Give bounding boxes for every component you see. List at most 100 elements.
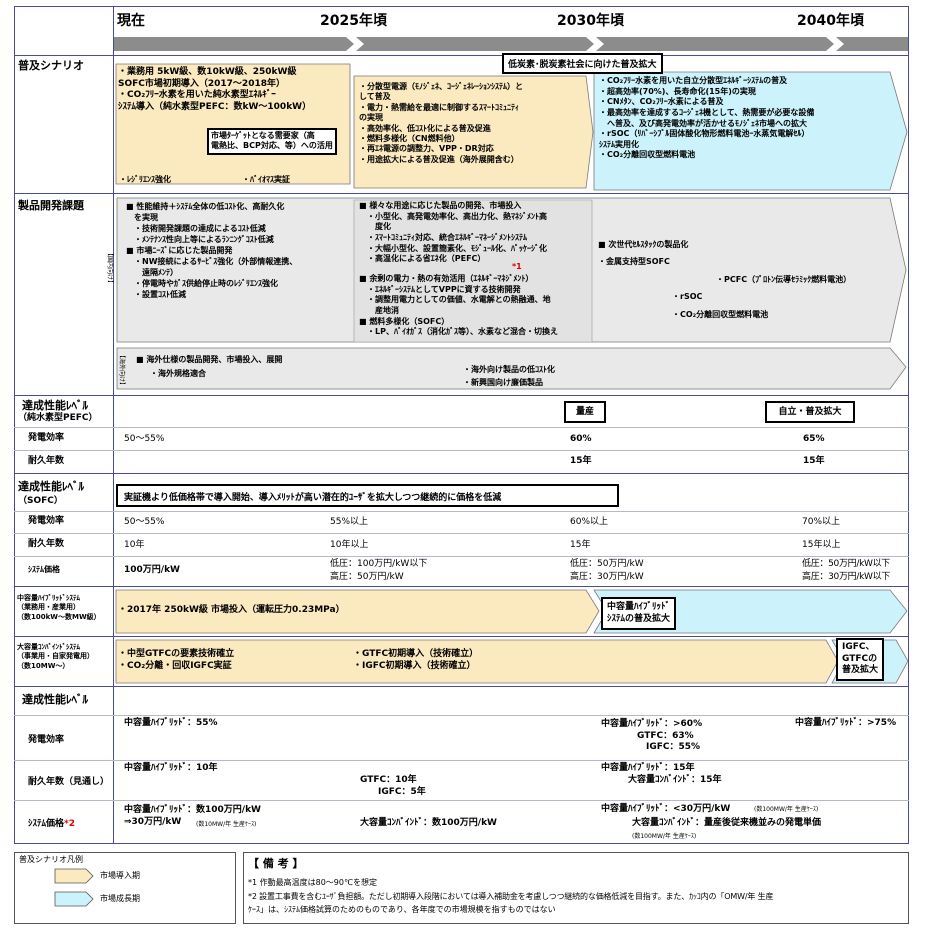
sofc-price-2040-low: 低圧：50万円/kW以下 <box>802 559 890 569</box>
sofc-title-1: 達成性能ﾚﾍﾞﾙ <box>18 480 84 493</box>
notes-box <box>243 852 909 924</box>
product-overseas-4: ・新興国向け廉価製品 <box>463 378 543 387</box>
legend-title: 普及シナリオ凡例 <box>19 855 83 864</box>
scenario-target-box: 市場ﾀｰｹﾞｯﾄとなる需要家（高 電熱比、BCP対応、等）への活用 <box>207 128 337 155</box>
sofc-life-now: 10年 <box>124 540 145 550</box>
hybrid-arrow-text: ・2017年 250kW級 市場投入（運転圧力0.23MPa） <box>118 605 345 615</box>
roadmap-frame <box>14 6 909 844</box>
product-arrows <box>116 197 907 390</box>
sofc-eff-2025: 55%以上 <box>330 517 369 527</box>
product-col2: ■ 様々な用途に応じた製品の開発、市場投入 ・小型化、高発電効率化、高出力化、熱… <box>359 201 547 264</box>
product-col3-head: ■ 次世代ｾﾙｽﾀｯｸの製品化 <box>598 240 689 249</box>
product-overseas-arrow <box>116 347 907 390</box>
sofc-price-label: ｼｽﾃﾑ価格 <box>28 565 60 574</box>
pefc-life-2030: 15年 <box>570 456 592 466</box>
scenario-col1: ・業務用 5kW級、数10kW級、250kW級 SOFC市場初期導入（2017～… <box>118 67 312 113</box>
product-overseas-3: ・海外向け製品の低ｺｽﾄ化 <box>463 365 555 374</box>
notes-1: *1 作動最高温度は80～90℃を想定 <box>248 878 377 887</box>
perf-life-label: 耐久年数（見通し） <box>28 777 110 787</box>
legend-item-1: 市場導入期 <box>100 871 140 880</box>
sofc-life-label: 耐久年数 <box>28 539 65 549</box>
product-col3-rsoc: ・rSOC <box>672 292 703 301</box>
pefc-life-label: 耐久年数 <box>28 456 65 466</box>
product-col3-sofc: ・金属支持型SOFC <box>598 257 670 266</box>
sofc-title-2: （SOFC） <box>18 496 63 506</box>
product-col2b: ■ 余剰の電力・熱の有効活用（ｴﾈﾙｷﾞｰﾏﾈｼﾞﾒﾝﾄ） ・ｴﾈﾙｷﾞｰｼｽﾃ… <box>359 274 558 337</box>
perf-price-now-small: (数10MW/年 生産ｹｰｽ) <box>196 821 257 828</box>
sofc-life-2040: 15年以上 <box>802 540 841 550</box>
scenario-label: 普及シナリオ <box>18 59 84 72</box>
perf-eff-2040: 中容量ﾊｲﾌﾞﾘｯﾄﾞ：>75% <box>795 718 897 728</box>
hybrid-box: 中容量ﾊｲﾌﾞﾘｯﾄﾞ ｼｽﾃﾑの普及拡大 <box>601 597 677 631</box>
notes-3: ｹｰｽ」は、ｼｽﾃﾑ価格試算のためのものであり、各年度での市場規模を指すものでは… <box>248 905 556 914</box>
product-col2-note: *1 <box>512 262 522 271</box>
sofc-price-now: 100万円/kW <box>124 565 180 575</box>
overseas-tag: 【海外向け】 <box>118 352 125 389</box>
sofc-price-2025-low: 低圧：100万円/kW以下 <box>330 559 428 569</box>
hybrid-label: 中容量ﾊｲﾌﾞﾘｯﾄﾞｼｽﾃﾑ （業務用・産業用） （数100kW～数MW級） <box>17 594 101 621</box>
perf-price-2030-a-small: (数100MW/年 生産ｹｰｽ) <box>754 806 819 813</box>
sofc-price-2030-high: 高圧：30万円/kW <box>570 572 644 582</box>
sofc-price-2040-high: 高圧：30万円/kW以下 <box>802 572 890 582</box>
hybrid-intro-arrow <box>115 589 600 634</box>
year-now: 現在 <box>117 13 145 29</box>
pefc-eff-now: 50～55% <box>124 434 165 444</box>
product-col3-co2: ・CO₂分離回収型燃料電池 <box>672 310 769 319</box>
product-col1: ■ 性能維持＋ｼｽﾃﾑ全体の低ｺｽﾄ化、高耐久化 を実現 ・技術開発課題の達成に… <box>126 202 298 300</box>
sofc-life-2025: 10年以上 <box>330 540 369 550</box>
scenario-resilience: ・ﾚｼﾞﾘｴﾝｽ強化 <box>119 175 171 184</box>
timeline-segment-1 <box>114 37 354 51</box>
perf-life-2030: 中容量ﾊｲﾌﾞﾘｯﾄﾞ：15年 大容量ｺﾝﾊﾞｲﾝﾄﾞ：15年 <box>601 763 722 785</box>
perf-eff-now: 中容量ﾊｲﾌﾞﾘｯﾄﾞ：55% <box>124 718 218 728</box>
perf-price-label: ｼｽﾃﾑ価格*2 <box>28 819 75 829</box>
pefc-independence-box: 自立・普及拡大 <box>765 401 855 423</box>
scenario-growth-phase <box>593 71 908 191</box>
scenario-top-box: 低炭素･脱炭素社会に向けた普及拡大 <box>502 53 663 74</box>
perf-price-2030-b: 大容量ｺﾝﾊﾞｲﾝﾄﾞ：量産後従来機並みの発電単価 <box>632 818 822 828</box>
scenario-col2: ・分散型電源（ﾓﾉｼﾞｪﾈ、ｺｰｼﾞｪﾈﾚｰｼｮﾝｼｽﾃﾑ）と して普及 ・電力… <box>359 82 523 164</box>
perf-price-2030-b-small: (数100MW/年 生産ｹｰｽ) <box>632 833 697 840</box>
sofc-price-2025-high: 高圧：50万円/kW <box>330 572 404 582</box>
year-2030: 2030年頃 <box>557 13 624 29</box>
product-col3-pcfc: ・PCFC（ﾌﾟﾛﾄﾝ伝導ｾﾗﾐｯｸ燃料電池） <box>716 275 852 284</box>
perf-price-2030-a: 中容量ﾊｲﾌﾞﾘｯﾄﾞ：<30万円/kW <box>601 804 731 814</box>
pefc-life-2040: 15年 <box>803 456 825 466</box>
pefc-eff-2040: 65% <box>803 434 825 444</box>
timeline-arrows <box>114 37 908 51</box>
perf-title: 達成性能ﾚﾍﾞﾙ <box>22 693 88 706</box>
legend-intro-swatch <box>54 868 94 884</box>
perf-price-note: *2 <box>64 819 75 829</box>
sofc-life-2030: 15年 <box>570 540 591 550</box>
pefc-eff-label: 発電効率 <box>28 433 65 443</box>
perf-life-now: 中容量ﾊｲﾌﾞﾘｯﾄﾞ：10年 <box>124 763 218 773</box>
perf-price-2025: 大容量ｺﾝﾊﾞｲﾝﾄﾞ：数100万円/kW <box>360 818 497 828</box>
perf-eff-2030: 中容量ﾊｲﾌﾞﾘｯﾄﾞ：>60% GTFC：63% IGFC：55% <box>601 719 703 753</box>
domestic-tag: 【国内向け】 <box>106 250 113 287</box>
year-2025: 2025年頃 <box>320 13 387 29</box>
perf-life-2025: GTFC：10年 IGFC：5年 <box>360 775 426 797</box>
pefc-title-2: （純水素型PEFC） <box>18 413 98 423</box>
sofc-eff-2030: 60%以上 <box>570 517 609 527</box>
scenario-intro-phase-2 <box>353 75 594 189</box>
pefc-mass-production-box: 量産 <box>564 401 606 423</box>
sofc-price-2030-low: 低圧：50万円/kW <box>570 559 644 569</box>
timeline-segment-2 <box>356 37 594 51</box>
timeline-segment-3 <box>596 37 834 51</box>
product-overseas-1: ■ 海外仕様の製品開発、市場投入、展開 <box>136 355 283 364</box>
legend-box <box>14 852 236 924</box>
sofc-box: 実証機より低価格帯で導入開始、導入ﾒﾘｯﾄが高い潜在的ﾕｰｻﾞを拡大しつつ継続的… <box>116 484 619 507</box>
notes-title: 【 備 考 】 <box>248 857 304 870</box>
legend-item-2: 市場成長期 <box>100 894 140 903</box>
combined-mid: ・GTFC初期導入（技術確立） ・IGFC初期導入（技術確立） <box>353 649 479 671</box>
product-col2-panel <box>353 199 593 343</box>
label-column-divider <box>113 6 114 844</box>
notes-2: *2 設置工事費を含むﾕｰｻﾞ負担額。ただし初期導入段階においては導入補助金を考… <box>248 892 774 901</box>
combined-intro-arrow <box>115 639 839 684</box>
perf-eff-label: 発電効率 <box>28 735 65 745</box>
sofc-eff-label: 発電効率 <box>28 516 65 526</box>
combined-box: IGFC、 GTFCの 普及拡大 <box>836 638 885 682</box>
scenario-biomass: ・ﾊﾞｲｵﾏｽ実証 <box>242 175 290 184</box>
product-overseas-2: ・海外規格適合 <box>150 369 206 378</box>
sofc-eff-2040: 70%以上 <box>802 517 841 527</box>
pefc-eff-2030: 60% <box>570 434 592 444</box>
